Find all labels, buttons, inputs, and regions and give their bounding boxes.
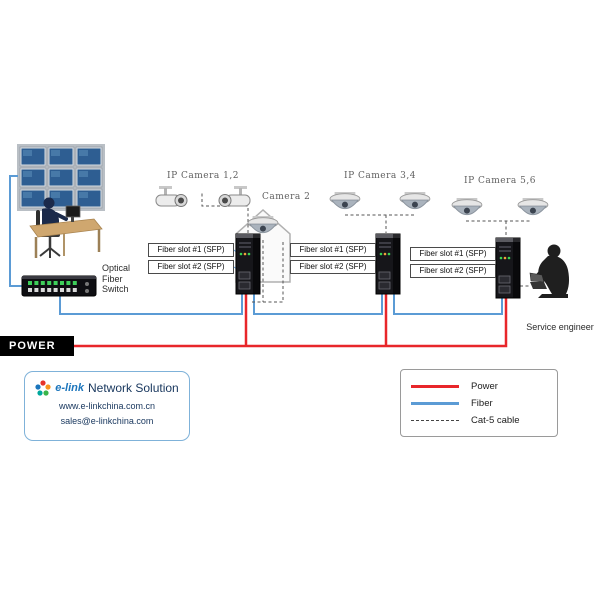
service-engineer-figure — [529, 244, 570, 298]
desk-monitor — [65, 205, 81, 222]
power-bus-line — [74, 296, 508, 348]
cat5-camera2-loop — [252, 240, 284, 303]
company-box: e-link Network Solution www.e-linkchina.… — [24, 371, 190, 441]
fiber-slot1-label-converter1: Fiber slot #1 (SFP) — [148, 243, 234, 257]
switch-label-line-3: Switch — [102, 284, 129, 294]
fiber-line-switch-to-converter1 — [59, 292, 243, 315]
legend-label-cat5: Cat-5 cable — [471, 414, 520, 426]
company-website: www.e-linkchina.com.cn — [58, 401, 156, 411]
fiber-lines — [9, 175, 503, 315]
cat5-converter2-to-cameras — [345, 214, 415, 233]
fiber-switch-device — [21, 275, 97, 297]
legend-label-power: Power — [471, 380, 498, 392]
fiber-line-converter2-to-converter3 — [393, 292, 503, 315]
dome-camera-4-icon — [399, 191, 431, 210]
dome-camera-6-icon — [517, 197, 549, 216]
fiber-line-sample — [411, 401, 459, 405]
media-converter-2 — [375, 233, 401, 295]
dome-camera-3-icon — [329, 191, 361, 210]
power-label: POWER — [0, 336, 74, 356]
legend-label-fiber: Fiber — [471, 397, 493, 409]
switch-label-line-2: Fiber — [102, 273, 123, 284]
fiber-slot2-label-converter1: Fiber slot #2 (SFP) — [148, 260, 234, 274]
power-line-sample — [411, 384, 459, 388]
legend-row-power: Power — [411, 378, 547, 394]
fiber-line-wall-to-switch — [9, 175, 24, 287]
fiber-slot1-label-converter3: Fiber slot #1 (SFP) — [410, 247, 496, 261]
fiber-slot2-label-converter2: Fiber slot #2 (SFP) — [290, 260, 376, 274]
cat5-line-sample — [411, 419, 459, 421]
legend-row-fiber: Fiber — [411, 395, 547, 411]
fiber-slot2-label-converter3: Fiber slot #2 (SFP) — [410, 264, 496, 278]
company-logo-icon — [35, 380, 51, 396]
power-lines — [74, 292, 508, 348]
fiber-slot1-label-converter2: Fiber slot #1 (SFP) — [290, 243, 376, 257]
media-converter-1 — [235, 233, 261, 295]
fiber-line-converter1-to-converter2 — [253, 292, 383, 315]
bullet-camera-1-icon — [155, 185, 188, 207]
label-optical-fiber-switch: Optical Fiber Switch — [102, 263, 130, 295]
desk — [29, 218, 103, 258]
company-name: Network Solution — [88, 381, 179, 395]
cat5-converter3-to-cameras — [466, 220, 532, 237]
company-brand: e-link — [55, 382, 84, 394]
brand-row: e-link Network Solution — [25, 380, 189, 396]
legend-row-cat5: Cat-5 cable — [411, 412, 547, 428]
label-ip-camera-1-2: IP Camera 1,2 — [167, 171, 239, 181]
switch-label-line-1: Optical — [102, 263, 131, 273]
label-service-engineer: Service engineer — [526, 322, 594, 332]
label-ip-camera-5-6: IP Camera 5,6 — [464, 176, 536, 186]
video-wall — [17, 144, 105, 211]
company-email: sales@e-linkchina.com — [60, 416, 154, 426]
bullet-camera-2-icon — [218, 185, 251, 207]
label-ip-camera-3-4: IP Camera 3,4 — [344, 171, 416, 181]
label-camera-2: Camera 2 — [262, 192, 311, 202]
dome-camera-5-icon — [451, 197, 483, 216]
media-converter-3 — [495, 237, 521, 299]
legend-box: Power Fiber Cat-5 cable — [400, 369, 558, 437]
